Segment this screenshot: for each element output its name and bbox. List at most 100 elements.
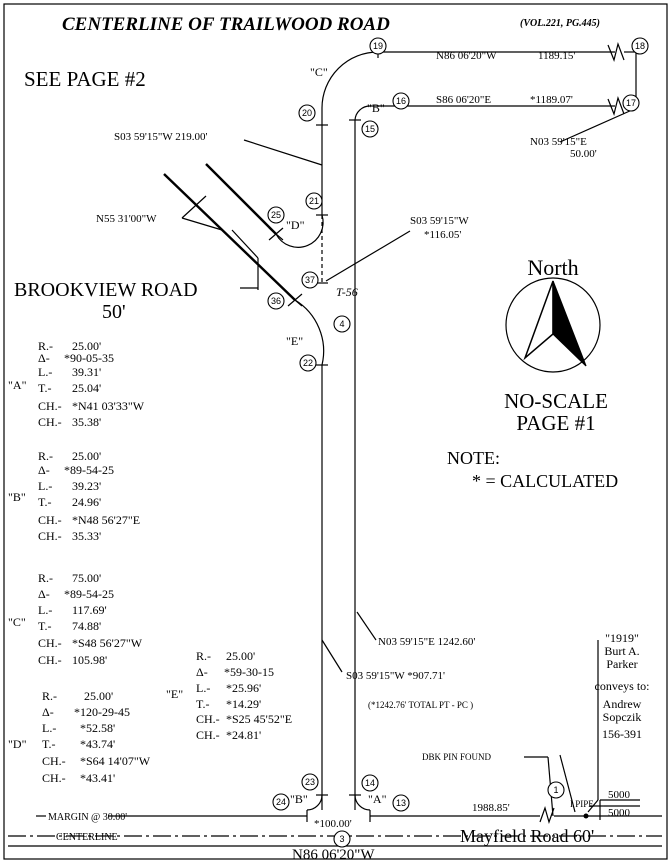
svg-text:*43.41': *43.41' xyxy=(80,771,115,785)
total-note: (*1242.76' TOTAL PT - PC ) xyxy=(368,700,473,710)
svg-text:"1919": "1919" xyxy=(605,631,639,645)
bearing-east-end: N03 59'15"E xyxy=(530,136,587,148)
margin-label: MARGIN @ 30.00' xyxy=(48,812,127,823)
curve-table-c: "C" R.-75.00' Δ-*89-54-25 L.-117.69' T.-… xyxy=(8,571,143,667)
centerline-label: CENTERLINE xyxy=(56,832,118,843)
curve-e-arc xyxy=(294,299,325,366)
svg-text:CH.-: CH.- xyxy=(38,636,62,650)
north-label: North xyxy=(527,255,578,280)
bearing-east-long: N03 59'15"E 1242.60' xyxy=(378,636,475,648)
point-22: 22 xyxy=(299,354,317,372)
svg-text:36: 36 xyxy=(271,296,281,306)
svg-text:Sopczik: Sopczik xyxy=(603,710,642,724)
see-page-note: SEE PAGE #2 xyxy=(24,67,146,91)
point-18: 18 xyxy=(631,37,649,55)
point-14: 14 xyxy=(361,774,379,792)
curve-table-a: "A" R.-25.00' Δ-*90-05-35 L.-39.31' T.-2… xyxy=(8,339,145,429)
svg-text:25.00': 25.00' xyxy=(72,339,101,353)
ratio-top: 5000 xyxy=(608,789,631,801)
svg-text:R.-: R.- xyxy=(42,689,57,703)
svg-text:Andrew: Andrew xyxy=(603,697,642,711)
north-arrow-left-half xyxy=(523,280,554,361)
svg-text:L.-: L.- xyxy=(38,603,52,617)
point-16: 16 xyxy=(392,92,410,110)
svg-text:14: 14 xyxy=(365,778,375,788)
svg-text:25: 25 xyxy=(271,210,281,220)
svg-text:117.69': 117.69' xyxy=(72,603,107,617)
svg-text:4: 4 xyxy=(339,319,344,329)
svg-text:CH.-: CH.- xyxy=(38,513,62,527)
break-mark-north xyxy=(607,41,625,62)
svg-text:conveys to:: conveys to: xyxy=(595,679,650,693)
svg-text:13: 13 xyxy=(396,798,406,808)
svg-text:*S25 45'52"E: *S25 45'52"E xyxy=(226,712,292,726)
iron-pipe-marker xyxy=(583,813,589,819)
point-36: 36 xyxy=(267,292,285,310)
svg-text:19: 19 xyxy=(373,41,383,51)
svg-text:18: 18 xyxy=(635,41,645,51)
svg-text:74.88': 74.88' xyxy=(72,619,101,633)
svg-text:Burt A.: Burt A. xyxy=(604,644,639,658)
svg-text:25.04': 25.04' xyxy=(72,381,101,395)
bearing-top-south: S86 06'20"E xyxy=(436,94,491,106)
scale-note: NO-SCALE xyxy=(504,389,608,413)
svg-text:24.96': 24.96' xyxy=(72,495,101,509)
svg-text:20: 20 xyxy=(302,108,312,118)
svg-text:"A": "A" xyxy=(8,378,27,392)
point-21: 21 xyxy=(305,192,323,210)
t-label: T-56 xyxy=(336,285,358,299)
svg-text:CH.-: CH.- xyxy=(38,653,62,667)
svg-text:*S64 14'07"W: *S64 14'07"W xyxy=(80,754,151,768)
svg-text:1: 1 xyxy=(553,785,558,795)
svg-text:R.-: R.- xyxy=(38,449,53,463)
svg-text:L.-: L.- xyxy=(38,479,52,493)
svg-text:L.-: L.- xyxy=(38,365,52,379)
svg-text:CH.-: CH.- xyxy=(196,728,220,742)
bearing-top-north: N86 06'20"W xyxy=(436,50,497,62)
curve-d-arc xyxy=(275,214,324,248)
sheet-border xyxy=(3,3,668,860)
svg-text:T.-: T.- xyxy=(196,697,209,711)
svg-text:35.33': 35.33' xyxy=(72,529,101,543)
brookview-road-south-line xyxy=(163,173,296,301)
svg-text:CH.-: CH.- xyxy=(38,399,62,413)
svg-text:CH.-: CH.- xyxy=(42,754,66,768)
x-mark-36 xyxy=(287,293,303,307)
curve-table-e: "E" R.-25.00' Δ-*59-30-15 L.-*25.96' T.-… xyxy=(166,649,292,742)
svg-text:*89-54-25: *89-54-25 xyxy=(64,463,114,477)
break-mark-south xyxy=(607,95,625,116)
svg-text:25.00': 25.00' xyxy=(84,689,113,703)
svg-text:105.98': 105.98' xyxy=(72,653,107,667)
north-arrow-circle xyxy=(505,277,601,373)
svg-text:*S48 56'27"W: *S48 56'27"W xyxy=(72,636,143,650)
svg-text:R.-: R.- xyxy=(196,649,211,663)
road-north-line xyxy=(321,51,615,165)
svg-text:3: 3 xyxy=(339,834,344,844)
north-arrow-right-half xyxy=(552,280,587,367)
svg-text:CH.-: CH.- xyxy=(38,529,62,543)
point-25: 25 xyxy=(267,206,285,224)
note-text: * = CALCULATED xyxy=(472,471,618,491)
svg-text:R.-: R.- xyxy=(38,571,53,585)
point-17: 17 xyxy=(622,94,640,112)
svg-text:"D": "D" xyxy=(8,737,27,751)
svg-text:"E": "E" xyxy=(166,687,183,701)
x-mark-25 xyxy=(268,227,284,241)
svg-text:35.38': 35.38' xyxy=(72,415,101,429)
svg-text:25.00': 25.00' xyxy=(226,649,255,663)
curve-c-letter: "C" xyxy=(310,65,328,79)
svg-text:*90-05-35: *90-05-35 xyxy=(64,351,114,365)
svg-text:75.00': 75.00' xyxy=(72,571,101,585)
svg-text:*52.58': *52.58' xyxy=(80,721,115,735)
svg-text:CH.-: CH.- xyxy=(42,771,66,785)
svg-text:*N48 56'27"E: *N48 56'27"E xyxy=(72,513,140,527)
svg-text:*120-29-45: *120-29-45 xyxy=(74,705,130,719)
svg-text:*24.81': *24.81' xyxy=(226,728,261,742)
brookview-road-width: 50' xyxy=(102,301,126,323)
point-19: 19 xyxy=(369,37,387,55)
svg-text:Δ-: Δ- xyxy=(38,463,50,477)
curve-b-arc xyxy=(306,794,323,811)
point-3: 3 xyxy=(333,830,351,848)
